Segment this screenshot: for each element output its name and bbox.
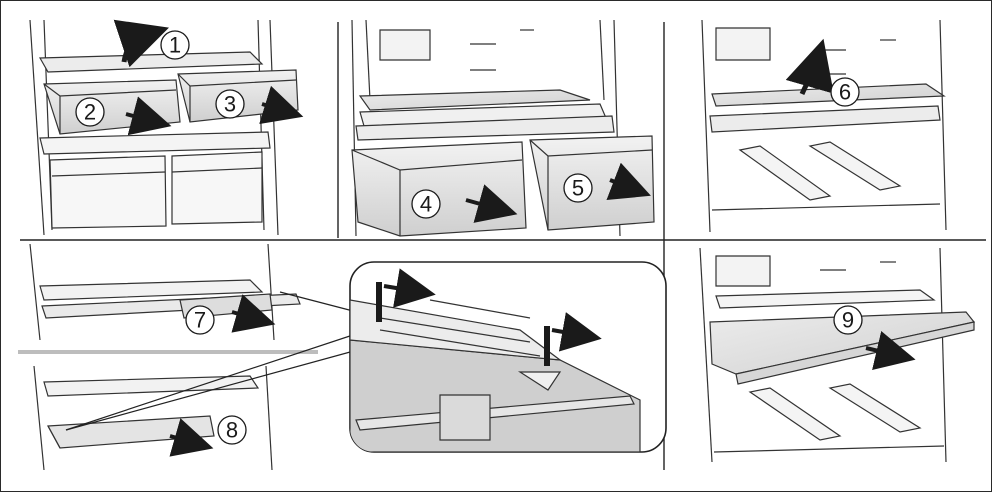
step-number-9: 9 xyxy=(842,308,854,333)
step-circle-icon: 9 xyxy=(833,305,863,335)
step-number-6: 6 xyxy=(839,80,851,105)
step-number-7: 7 xyxy=(194,308,206,333)
pull-arrow-icon xyxy=(606,162,651,201)
step-circle-icon: 6 xyxy=(830,77,860,107)
step-circle-icon: 8 xyxy=(217,415,247,445)
pull-arrow-icon xyxy=(865,331,916,370)
pull-arrow-icon xyxy=(465,184,518,223)
lift-arrow-icon xyxy=(113,19,169,68)
lift-arrow-icon xyxy=(785,38,834,95)
panel-top-left xyxy=(29,19,299,236)
separator-bar xyxy=(18,350,318,354)
step-circle-icon: 4 xyxy=(411,189,441,219)
step-labels: 1 2 3 4 5 6 7 8 9 xyxy=(75,30,863,445)
panel-bottom-right xyxy=(699,247,976,463)
step-circle-icon: 2 xyxy=(75,97,105,127)
step-circle-icon: 3 xyxy=(215,89,245,119)
step-number-4: 4 xyxy=(420,192,432,217)
pull-arrow-icon xyxy=(125,96,172,136)
step-number-5: 5 xyxy=(572,176,584,201)
pull-arrow-icon xyxy=(231,294,276,333)
pull-arrow-icon xyxy=(169,418,214,457)
pull-arrow-icon xyxy=(259,85,304,125)
magnifier-detail-icon xyxy=(349,261,667,453)
step-number-8: 8 xyxy=(226,418,238,443)
step-number-2: 2 xyxy=(84,100,96,125)
step-number-1: 1 xyxy=(169,33,181,58)
step-circle-icon: 7 xyxy=(185,305,215,335)
step-circle-icon: 1 xyxy=(160,30,190,60)
step-number-3: 3 xyxy=(224,92,236,117)
step-circle-icon: 5 xyxy=(563,173,593,203)
